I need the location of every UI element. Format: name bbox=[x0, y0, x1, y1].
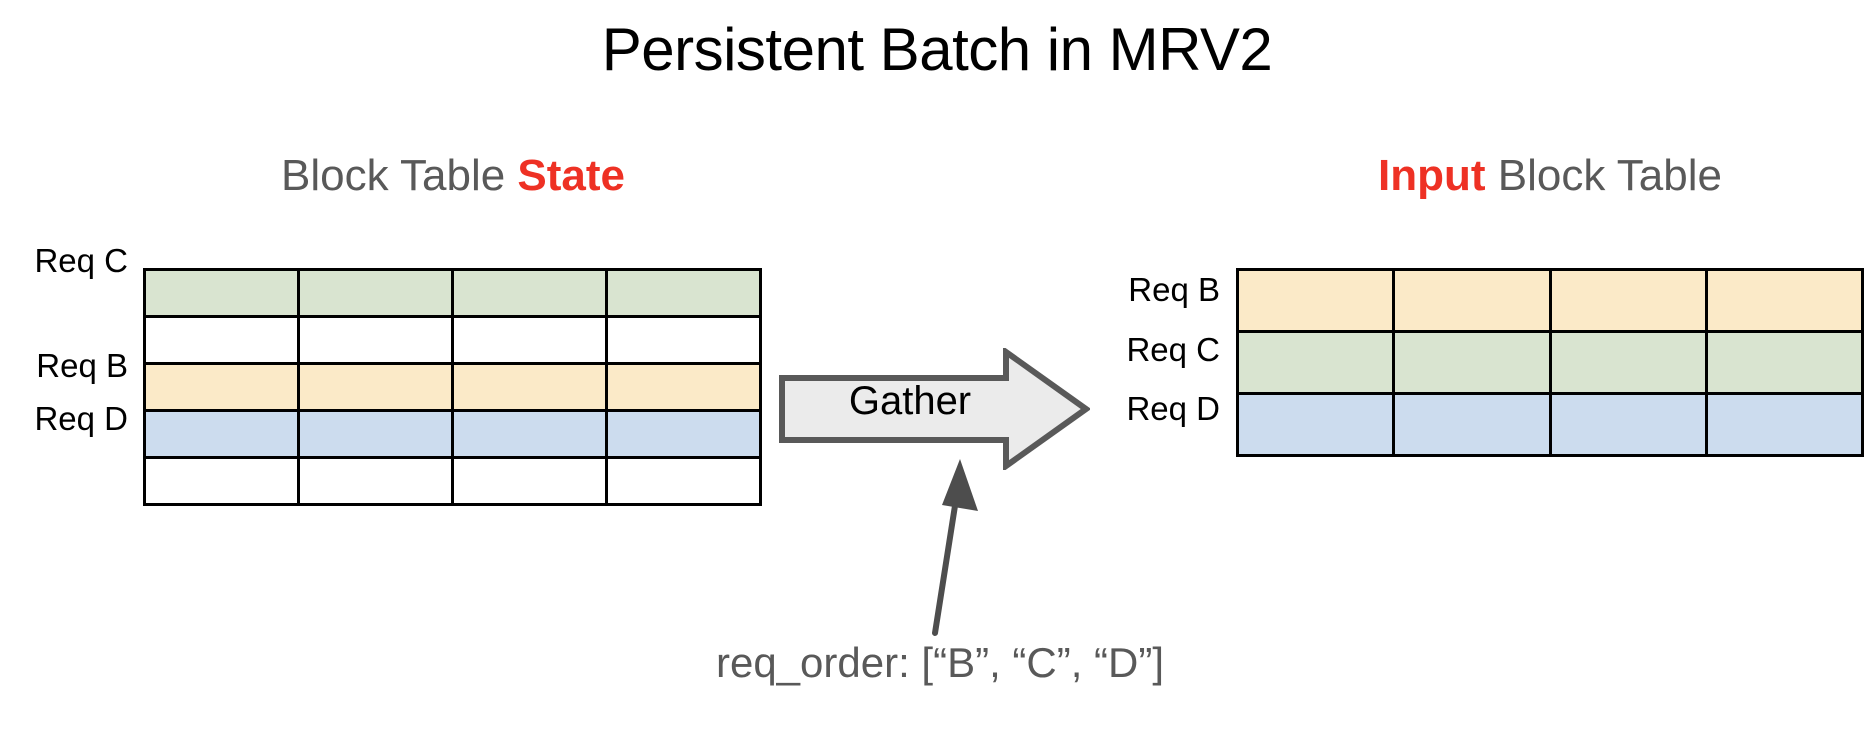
input-row-label-0: Req B bbox=[1128, 271, 1220, 308]
state-cell-r2c2 bbox=[451, 362, 608, 412]
input-block-table bbox=[1235, 268, 1865, 457]
state-cell-r2c3 bbox=[605, 362, 762, 412]
input-cell-r1c2 bbox=[1548, 330, 1708, 395]
table-row bbox=[1235, 268, 1865, 333]
req-order-pointer-arrow-icon bbox=[932, 459, 978, 636]
gather-label: Gather bbox=[848, 379, 972, 423]
state-row-label-0: Req C bbox=[34, 242, 128, 279]
input-cell-r1c3 bbox=[1704, 330, 1865, 395]
heading-left-prefix: Block Table bbox=[280, 151, 518, 200]
input-cell-r2c1 bbox=[1392, 392, 1552, 457]
state-cell-r3c0 bbox=[143, 409, 300, 459]
input-cell-r0c0 bbox=[1235, 268, 1396, 333]
state-cell-r2c0 bbox=[143, 362, 300, 412]
state-cell-r3c3 bbox=[605, 409, 762, 459]
table-row bbox=[143, 456, 762, 506]
table-row bbox=[1235, 330, 1865, 395]
state-row-label-2: Req B bbox=[36, 347, 128, 384]
input-row-label-2: Req D bbox=[1126, 390, 1220, 427]
table-row bbox=[143, 268, 762, 318]
state-cell-r1c0 bbox=[143, 315, 300, 365]
input-cell-r1c1 bbox=[1392, 330, 1552, 395]
input-cell-r0c3 bbox=[1704, 268, 1865, 333]
state-row-label-3: Req D bbox=[34, 400, 128, 437]
page-title: Persistent Batch in MRV2 bbox=[601, 16, 1273, 83]
state-cell-r0c1 bbox=[297, 268, 454, 318]
heading-right-accent: Input bbox=[1378, 151, 1486, 200]
state-cell-r0c3 bbox=[605, 268, 762, 318]
input-cell-r0c1 bbox=[1392, 268, 1552, 333]
state-cell-r4c1 bbox=[297, 456, 454, 506]
state-cell-r0c2 bbox=[451, 268, 608, 318]
table-row bbox=[143, 315, 762, 365]
req-order-caption: req_order: [“B”, “C”, “D”] bbox=[715, 639, 1165, 686]
input-cell-r2c3 bbox=[1704, 392, 1865, 457]
table-row bbox=[143, 362, 762, 412]
block-table-state-heading: Block Table State bbox=[143, 150, 763, 202]
state-cell-r2c1 bbox=[297, 362, 454, 412]
state-cell-r3c2 bbox=[451, 409, 608, 459]
gather-arrow-icon bbox=[779, 348, 1090, 470]
block-table-state bbox=[143, 268, 762, 506]
input-cell-r2c2 bbox=[1548, 392, 1708, 457]
heading-right-suffix: Block Table bbox=[1485, 151, 1722, 200]
heading-left-accent: State bbox=[517, 151, 626, 200]
state-cell-r4c2 bbox=[451, 456, 608, 506]
table-row bbox=[143, 409, 762, 459]
state-cell-r0c0 bbox=[143, 268, 300, 318]
state-cell-r4c3 bbox=[605, 456, 762, 506]
state-cell-r1c2 bbox=[451, 315, 608, 365]
input-row-label-1: Req C bbox=[1126, 331, 1220, 368]
input-cell-r1c0 bbox=[1235, 330, 1396, 395]
state-cell-r3c1 bbox=[297, 409, 454, 459]
table-row bbox=[1235, 392, 1865, 457]
state-cell-r1c1 bbox=[297, 315, 454, 365]
state-cell-r1c3 bbox=[605, 315, 762, 365]
input-cell-r2c0 bbox=[1235, 392, 1396, 457]
input-block-table-heading: Input Block Table bbox=[1236, 150, 1864, 202]
state-cell-r4c0 bbox=[143, 456, 300, 506]
input-cell-r0c2 bbox=[1548, 268, 1708, 333]
